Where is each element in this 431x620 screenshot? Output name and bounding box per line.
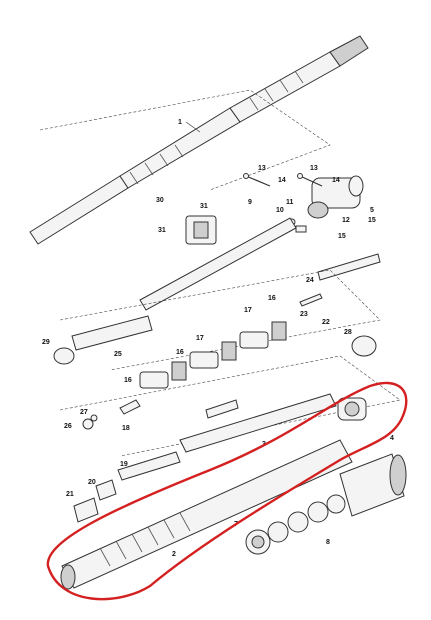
callout-25: 25 [114,351,122,358]
part-2-drive-tube [60,439,353,590]
callout-11: 11 [286,199,294,206]
callout-16b: 16 [176,349,184,356]
part-inner-rod [139,217,297,311]
part-25-slotted-tube [71,315,153,351]
callout-19: 19 [120,461,128,468]
part-21-nut [73,497,99,523]
callout-5: 5 [370,207,374,214]
part-short-bushing [205,399,239,419]
callout-31b: 31 [158,227,166,234]
callout-30: 30 [156,197,164,204]
part-4-bearing [337,397,367,421]
callout-9: 9 [248,199,252,206]
callout-4: 4 [390,435,394,442]
callout-20: 20 [88,479,96,486]
callout-15a: 15 [368,217,376,224]
part-22-coupler [317,253,381,281]
callout-14b: 14 [332,177,340,184]
callout-13a: 13 [258,165,266,172]
callout-22: 22 [322,319,330,326]
callout-26: 26 [64,423,72,430]
callout-14a: 14 [278,177,286,184]
callout-23: 23 [300,311,308,318]
callout-8: 8 [326,539,330,546]
part-20-nut [95,479,117,501]
part-13-screw-b [297,173,323,187]
callout-17b: 17 [244,307,252,314]
callout-12: 12 [342,217,350,224]
callout-13b: 13 [310,165,318,172]
callout-29: 29 [42,339,50,346]
highlight-outline [46,381,408,601]
callout-10: 10 [276,207,284,214]
part-13-screw-a [243,173,271,187]
part-1-drive-shaft [29,35,369,245]
part-7-8-bearings [245,494,346,555]
callout-16a: 16 [124,377,132,384]
callout-15b: 15 [338,233,346,240]
part-tube-housing [339,453,407,517]
part-29-cap [53,347,75,365]
callout-24: 24 [306,277,314,284]
callout-16c: 16 [268,295,276,302]
part-16-spring-assembly [139,321,287,389]
callout-28: 28 [344,329,352,336]
callout-18: 18 [122,425,130,432]
part-30-clamp [185,215,217,245]
part-28-end-cap [351,335,377,357]
part-18-tube [179,393,337,453]
part-10-bushing [295,225,307,233]
callout-21: 21 [66,491,74,498]
part-26-27-plug [82,414,98,430]
callout-17a: 17 [196,335,204,342]
part-12-bearing-housing [307,175,364,219]
callout-2: 2 [172,551,176,558]
callout-1: 1 [178,119,182,126]
part-23-pin [299,293,323,307]
part-19-spline [117,451,181,481]
part-pin-left [119,399,141,415]
callout-27: 27 [80,409,88,416]
callout-31a: 31 [200,203,208,210]
